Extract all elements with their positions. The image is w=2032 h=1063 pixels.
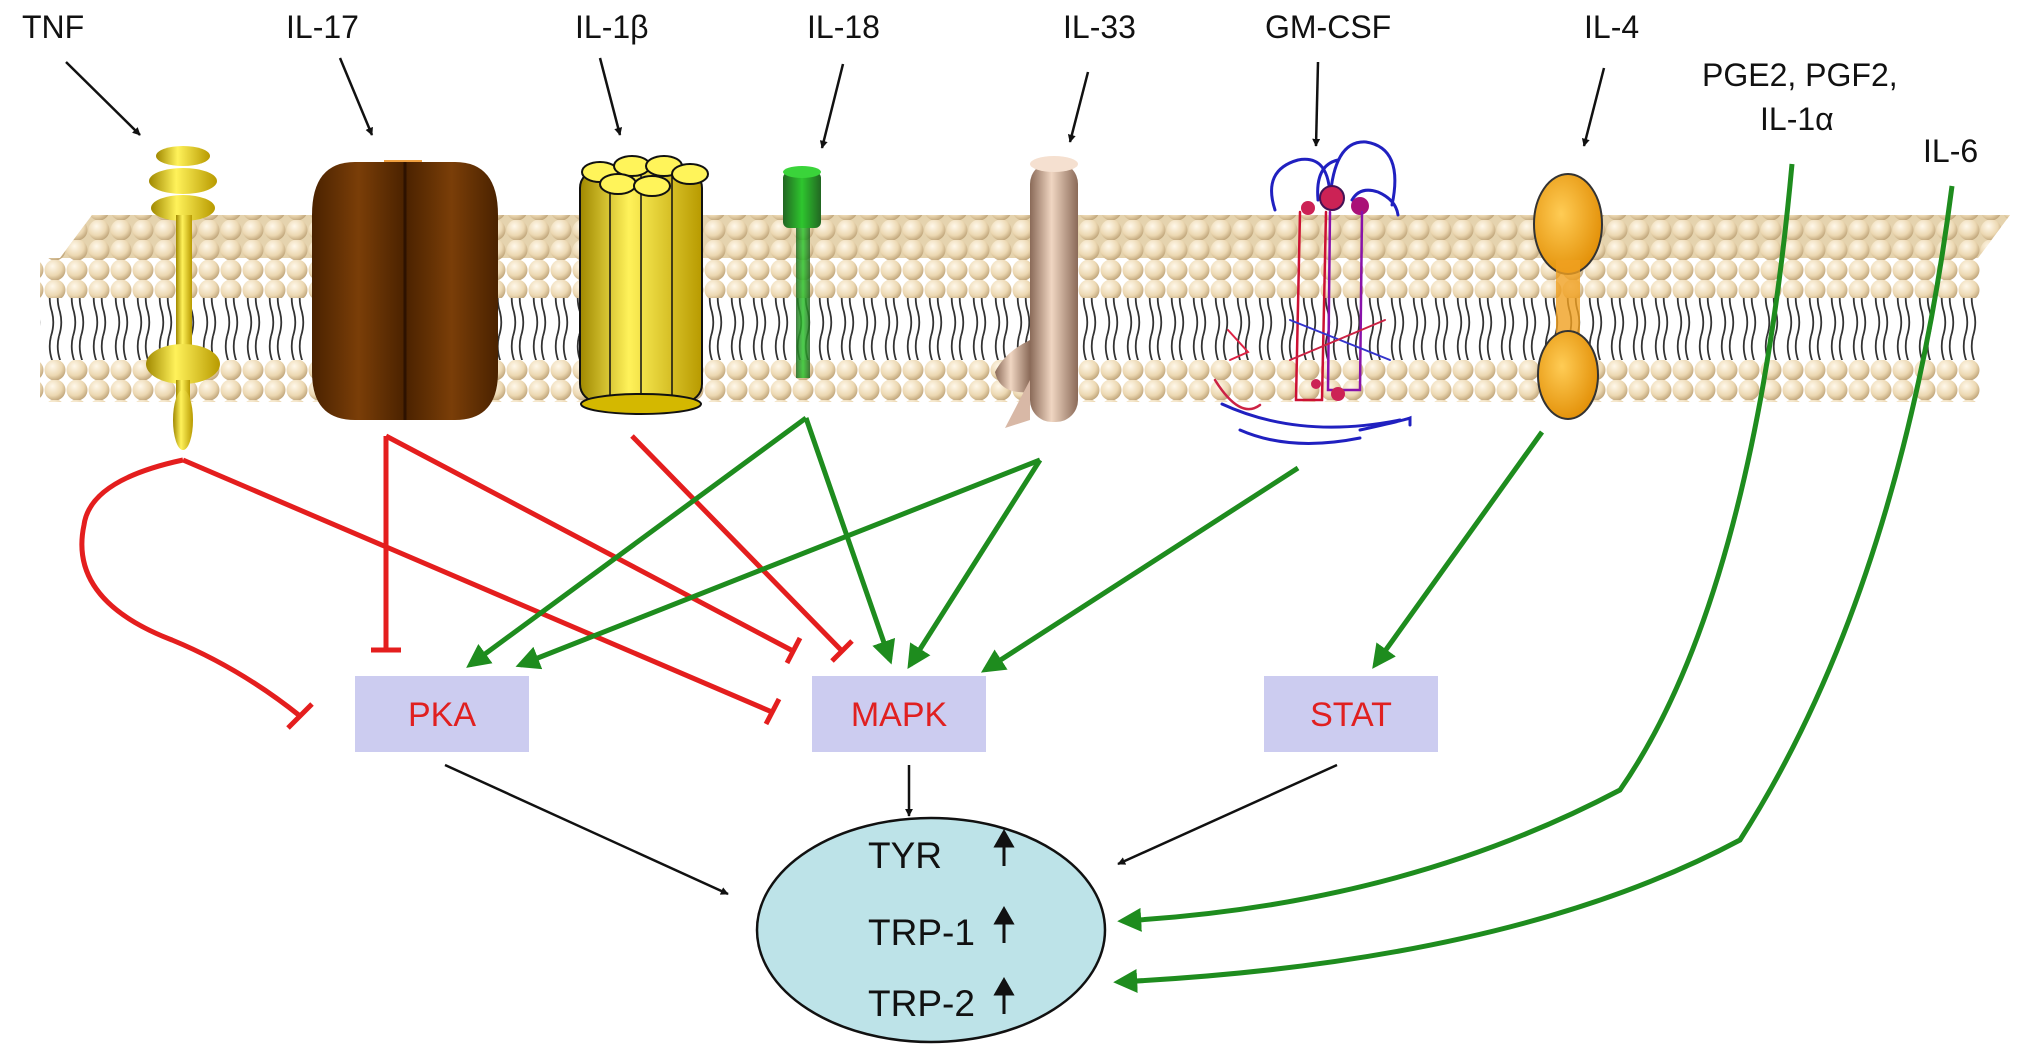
pathway-to-genes-arrows <box>444 763 1338 896</box>
upregulation-arrow-icon <box>993 828 1015 1014</box>
label-il33: IL-33 <box>1063 9 1136 45</box>
label-il4: IL-4 <box>1584 9 1639 45</box>
gene-trp1: TRP-1 <box>868 912 975 953</box>
pathway-stat: STAT <box>1264 676 1438 752</box>
gene-tyr: TYR <box>868 835 942 876</box>
melanogenesis-genes: TYR TRP-1 TRP-2 <box>755 816 1107 1044</box>
pathway-mapk: MAPK <box>812 676 986 752</box>
pathway-pka: PKA <box>355 676 529 752</box>
label-il17: IL-17 <box>286 9 359 45</box>
tnf-receptor <box>146 146 220 450</box>
il4-receptor <box>1533 173 1603 420</box>
label-gmcsf: GM-CSF <box>1265 9 1391 45</box>
il18-receptor <box>783 166 821 378</box>
activation-lines <box>466 163 1955 994</box>
gmcsf-receptor <box>1213 140 1412 445</box>
label-il1b: IL-1β <box>575 9 649 45</box>
gene-trp2: TRP-2 <box>868 983 975 1024</box>
il1b-receptor <box>579 155 709 415</box>
label-pge-line2: IL-1α <box>1760 101 1834 137</box>
il17-receptor <box>312 160 498 420</box>
label-pge-line1: PGE2, PGF2, <box>1702 57 1898 93</box>
inhibition-lines <box>79 433 854 730</box>
label-il6: IL-6 <box>1923 133 1978 169</box>
label-il18: IL-18 <box>807 9 880 45</box>
il33-receptor <box>995 156 1078 428</box>
label-tnf: TNF <box>22 9 84 45</box>
pathway-pka-label: PKA <box>408 696 476 734</box>
ligand-arrows <box>65 57 1606 149</box>
pathway-mapk-label: MAPK <box>851 696 948 734</box>
pathway-stat-label: STAT <box>1310 696 1392 734</box>
